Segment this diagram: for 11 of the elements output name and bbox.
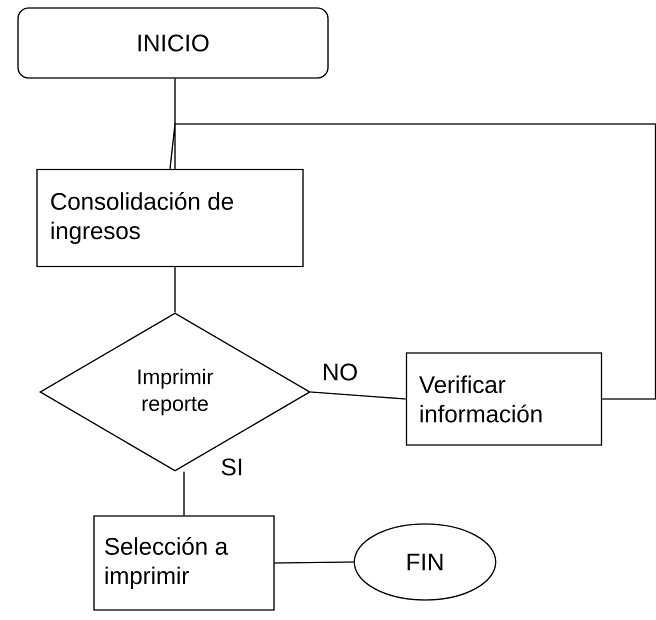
terminal-box: INICIO (17, 7, 329, 79)
connector-line (169, 123, 656, 400)
process-box: Verificar información (406, 352, 602, 446)
connector-line (174, 267, 176, 312)
connector-line (174, 78, 176, 169)
edge-label: NO (320, 362, 360, 382)
process-box: Selección a imprimir (93, 515, 275, 611)
process-box: Consolidación de ingresos (36, 168, 304, 268)
connector-line (274, 561, 354, 564)
connector-line (310, 391, 406, 400)
connector-line (183, 472, 185, 516)
